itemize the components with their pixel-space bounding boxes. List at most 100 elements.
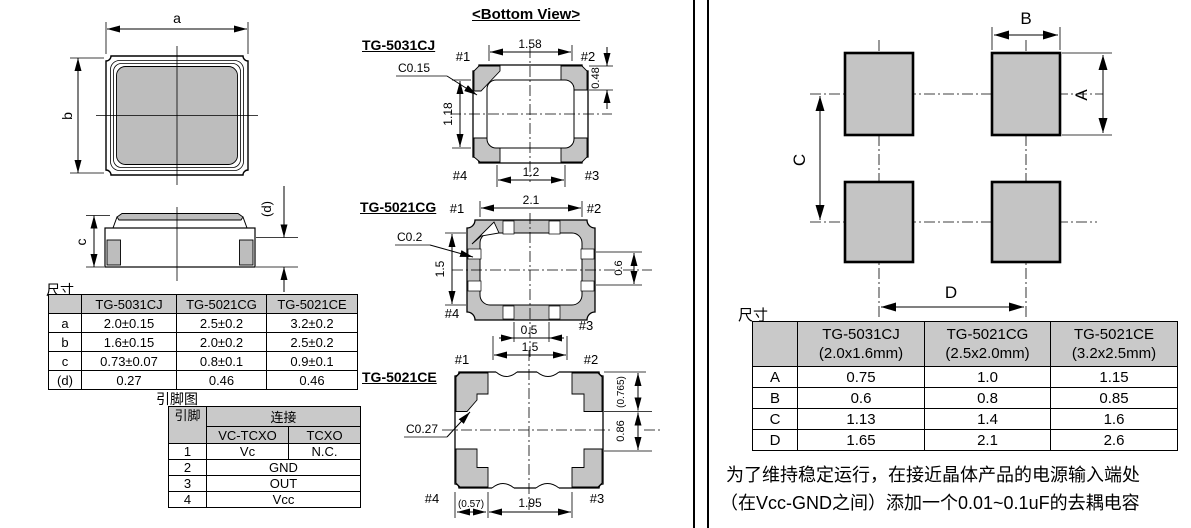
table-row: (d) 0.27 0.46 0.46	[48, 370, 358, 390]
top-view-drawing: a b	[59, 10, 258, 185]
cell-label: a	[48, 313, 82, 333]
cj-pin4-label: #4	[453, 168, 467, 183]
cell-corner	[48, 294, 82, 314]
decoupling-note-line2: （在Vcc-GND之间）添加一个0.01~0.1uF的去耦电容	[720, 493, 1140, 513]
land-pad-bottom-left	[843, 180, 915, 264]
land-dim-c-label: C	[790, 154, 809, 166]
table-row: b 1.6±0.15 2.0±0.2 2.5±0.2	[48, 332, 358, 352]
cell-value: OUT	[206, 475, 361, 492]
cell-value: 0.27	[81, 370, 177, 390]
cell-value: 1.6	[1050, 408, 1178, 430]
pin-table-title: 引脚图	[156, 391, 198, 407]
land-dim-a-label: A	[1072, 89, 1091, 101]
cell-value: 0.46	[176, 370, 267, 390]
ce-drawing: C0.27 (0.765) 0.86 (0.57) 1.95 #1 #2 #4 …	[404, 350, 660, 518]
cell-value: GND	[206, 459, 361, 476]
cj-pin1-label: #1	[456, 49, 470, 64]
table-row: C 1.13 1.4 1.6	[752, 408, 1178, 430]
cg-pin1-label: #1	[450, 201, 464, 216]
cell-header-pin: 引脚	[168, 406, 207, 444]
cg-dim-right: 0.6	[613, 260, 625, 275]
package-base	[104, 227, 256, 268]
ce-dim-right-top: (0.765)	[616, 376, 627, 408]
cell-value: 2.0±0.2	[176, 332, 267, 352]
cg-pin1-chamfer	[471, 221, 500, 245]
table-row: 4 Vcc	[168, 491, 361, 508]
side-pad-left	[106, 239, 121, 266]
ce-pad-3	[571, 448, 603, 488]
ce-pad-1	[455, 372, 489, 412]
cell-value: Vc	[206, 443, 289, 460]
cell-value: 1.0	[924, 366, 1051, 388]
cell-header: TG-5031CJ	[81, 294, 177, 314]
model-name: TG-5021CE	[1073, 326, 1155, 343]
table-row: D 1.65 2.1 2.6	[752, 429, 1178, 451]
cg-dim-left: 1.5	[433, 260, 447, 277]
table-row: 2 GND	[168, 459, 361, 476]
land-dim-b-label: B	[1020, 9, 1031, 28]
table-row: B 0.6 0.8 0.85	[752, 387, 1178, 409]
side-view-drawing: c (d)	[73, 186, 298, 292]
cell-value: 1.4	[924, 408, 1051, 430]
table-row: c 0.73±0.07 0.8±0.1 0.9±0.1	[48, 351, 358, 371]
cell-corner	[752, 321, 798, 367]
cg-pin2-label: #2	[587, 201, 601, 216]
cell-value: 1.15	[1050, 366, 1178, 388]
ce-edge-notches	[491, 369, 560, 491]
dim-d-label: (d)	[259, 201, 274, 217]
ce-dim-right: 0.86	[615, 420, 627, 441]
model-label-cg: TG-5021CG	[360, 199, 437, 215]
cell-value: 0.8	[924, 387, 1051, 409]
cell-header: TG-5021CE (3.2x2.5mm)	[1050, 321, 1178, 367]
cell-value: 0.85	[1050, 387, 1178, 409]
cj-dim-right: 0.48	[590, 67, 602, 88]
cell-value: Vcc	[206, 491, 361, 508]
cj-dim-bottom: 1.2	[523, 165, 540, 179]
ce-dim-bottom-left: (0.57)	[458, 499, 484, 510]
cj-pin2-label: #2	[581, 49, 595, 64]
cell-value: 0.6	[797, 387, 925, 409]
cell-value: 3.2±0.2	[266, 313, 358, 333]
cell-header: TG-5021CE	[266, 294, 358, 314]
ce-pin1-label: #1	[455, 352, 469, 367]
dim-b-label: b	[59, 112, 75, 120]
cg-dim-top: 2.1	[523, 193, 540, 207]
cg-pin4-label: #4	[445, 306, 459, 321]
cell-value: 0.73±0.07	[81, 351, 177, 371]
cj-dim-left: 1.18	[441, 102, 455, 126]
dim-a-label: a	[173, 10, 181, 26]
land-pad-bottom-right	[990, 180, 1062, 264]
package-outline-drawing: a b c (d)	[59, 10, 298, 292]
model-name: TG-5031CJ	[822, 326, 900, 343]
table-row: 1 Vc N.C.	[168, 443, 361, 460]
model-label-ce: TG-5021CE	[362, 369, 437, 385]
cell-value: 2.1	[924, 429, 1051, 451]
cj-drawing: 1.58 0.48 1.18 1.2 #1 #2 #4 #3 C0.15	[396, 37, 613, 187]
land-pad-top-right	[990, 51, 1062, 137]
cell-subheader-tcxo: TCXO	[288, 426, 361, 444]
dimension-table: TG-5031CJ TG-5021CG TG-5021CE a 2.0±0.15…	[48, 294, 358, 390]
table-row: VC-TCXO TCXO	[169, 426, 361, 444]
ce-dim-bottom: 1.95	[518, 496, 542, 510]
cg-dim-bottom-inner: 0.5	[521, 323, 538, 337]
ce-pin2-label: #2	[584, 352, 598, 367]
model-size: (3.2x2.5mm)	[1071, 345, 1157, 362]
cell-pin: 4	[168, 491, 207, 508]
cg-pad-gaps	[467, 220, 595, 320]
land-table-title: 尺寸	[738, 307, 769, 324]
cell-value: 0.46	[266, 370, 358, 390]
cj-dim-top: 1.58	[518, 37, 542, 51]
ce-pad-2	[571, 372, 603, 412]
cell-label: C	[752, 408, 798, 430]
table-row: A 0.75 1.0 1.15	[752, 366, 1178, 388]
cg-drawing: 2.1 1.5 0.6 0.5 1.5 #1	[395, 193, 652, 360]
table-row: TG-5031CJ (2.0x1.6mm) TG-5021CG (2.5x2.0…	[752, 321, 1178, 367]
table-row: a 2.0±0.15 2.5±0.2 3.2±0.2	[48, 313, 358, 333]
cell-pin: 1	[168, 443, 207, 460]
table-row: TG-5031CJ TG-5021CG TG-5021CE	[48, 294, 358, 314]
land-pattern-table: TG-5031CJ (2.0x1.6mm) TG-5021CG (2.5x2.0…	[752, 321, 1178, 451]
cell-value: 0.75	[797, 366, 925, 388]
side-pad-right	[239, 239, 254, 266]
land-dim-d-label: D	[945, 283, 957, 302]
